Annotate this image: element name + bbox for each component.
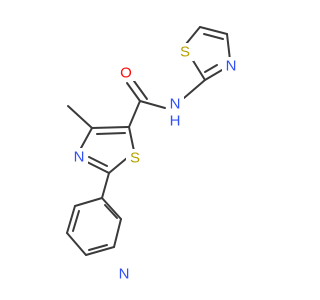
atom-h-amide: H	[170, 113, 181, 130]
bond-n-amide-thiazole	[183, 79, 206, 99]
atom-n-thiazole-right: N	[226, 58, 237, 75]
bond-c4-c5-inner	[96, 132, 126, 135]
bond-py-inner-2	[88, 244, 108, 251]
atom-n-amide: N	[170, 96, 181, 113]
bond-c5p-c4p-inner	[203, 33, 224, 40]
atom-labels: O N H S N N S N	[74, 44, 237, 283]
bond-co	[126, 82, 141, 102]
label-backgrounds	[70, 43, 240, 283]
bond-py-inner-3	[72, 210, 80, 232]
bond-n3p-c2p-inner	[204, 64, 218, 73]
atom-s-thiazole-right: S	[180, 44, 190, 61]
bond-c5-s1	[128, 126, 135, 152]
bond-methyl	[67, 105, 93, 129]
bond-c2-pyridine	[101, 172, 110, 199]
bond-c4-c5	[91, 126, 130, 129]
bond-c4p-n3p	[226, 33, 231, 61]
bond-c2-n3-inner	[88, 156, 108, 167]
bond-c2-n3	[84, 160, 110, 174]
bond-n3-c4	[80, 127, 93, 149]
bond-py-2	[113, 218, 122, 248]
bond-py-4	[66, 232, 87, 256]
bond-py-5	[66, 205, 76, 234]
atom-n-pyridine: N	[119, 266, 130, 283]
bonds	[66, 26, 231, 256]
atom-s-thiazole-main: S	[130, 150, 140, 167]
bond-s1p-c5p	[185, 26, 201, 45]
molecule-canvas: O N H S N N S N	[66, 26, 240, 283]
bond-c2p-s1p	[191, 58, 206, 81]
bond-c5-carbonyl	[128, 100, 141, 128]
bond-s1-c2	[108, 157, 128, 174]
bond-c5p-c4p	[199, 26, 228, 35]
bond-py-6	[74, 197, 103, 207]
bond-co-inner	[133, 80, 148, 100]
bond-py-1	[101, 197, 122, 220]
bond-py-inner-1	[104, 204, 118, 219]
atom-n-thiazole-main: N	[74, 149, 85, 166]
bond-n3p-c2p	[204, 69, 223, 81]
bond-c-n-amide	[139, 100, 166, 109]
molecule-structure: O N H S N N S N	[66, 26, 240, 283]
atom-o-carbonyl: O	[120, 65, 132, 82]
bond-py-3	[85, 246, 115, 256]
